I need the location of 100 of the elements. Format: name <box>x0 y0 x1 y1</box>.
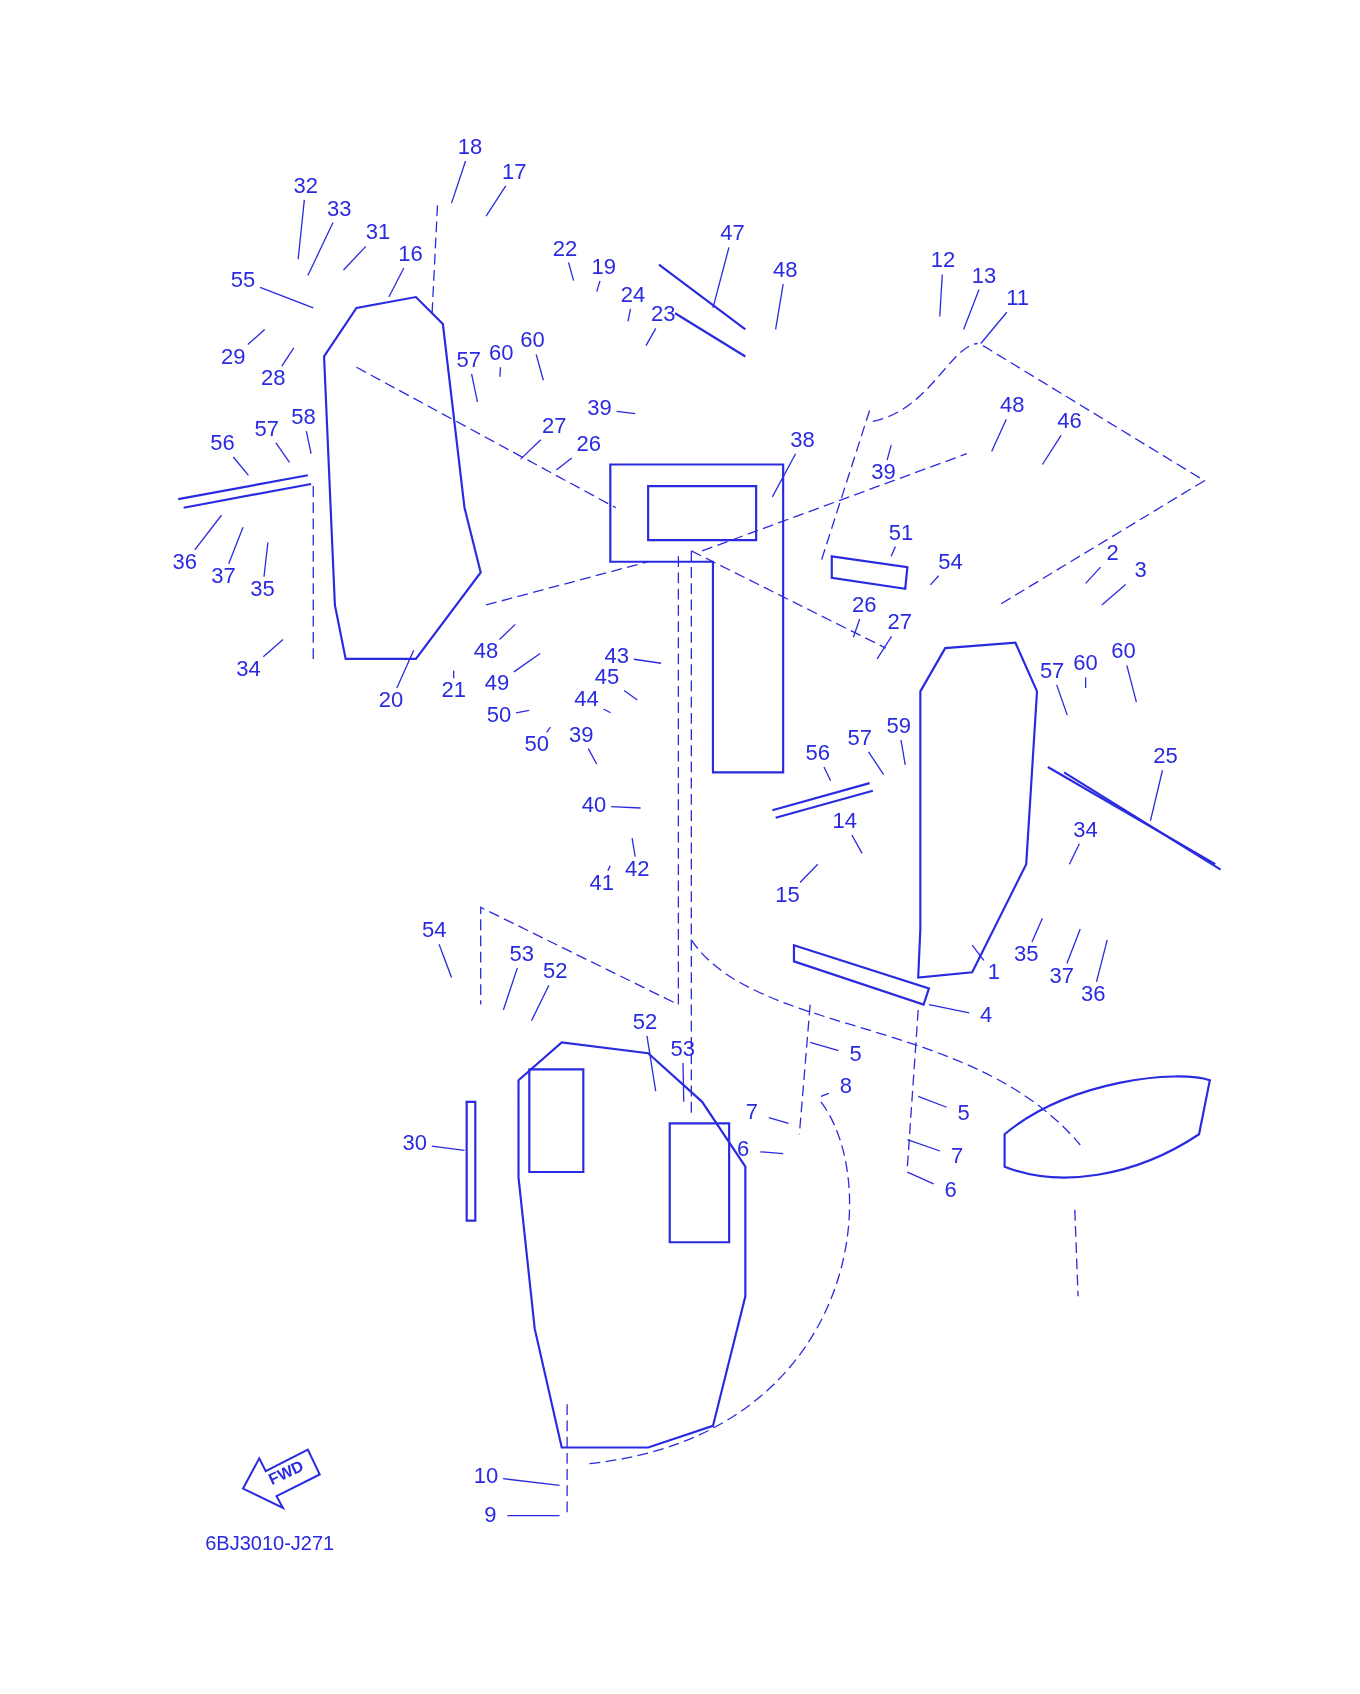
callout-number: 42 <box>620 856 655 883</box>
leader-line <box>980 311 1008 345</box>
leader-line <box>1068 843 1080 865</box>
callout-number: 1 <box>976 960 1011 987</box>
leader-line <box>431 1145 466 1152</box>
callout-number: 22 <box>547 236 582 263</box>
callout-number: 50 <box>482 703 517 730</box>
leader-line <box>1149 769 1164 822</box>
callout-number: 48 <box>768 258 803 285</box>
leader-line <box>281 347 295 367</box>
drawing-code: 6BJ3010-J271 <box>205 1531 335 1555</box>
leader-line <box>712 246 730 309</box>
callout-number: 6 <box>726 1137 761 1164</box>
callout-number: 57 <box>842 725 877 752</box>
leader-line <box>194 514 223 551</box>
leader-line <box>499 366 502 378</box>
callout-number: 16 <box>393 241 428 268</box>
leader-line <box>1084 676 1087 689</box>
callout-number: 54 <box>417 918 452 945</box>
leader-line <box>939 273 943 318</box>
callout-number: 50 <box>519 732 554 759</box>
leader-line <box>498 623 516 641</box>
callout-number: 27 <box>537 413 572 440</box>
callout-number: 56 <box>205 430 240 457</box>
callout-number: 26 <box>847 593 882 619</box>
leader-line <box>607 865 611 872</box>
leader-line <box>971 944 985 961</box>
leader-line <box>396 649 415 689</box>
callout-number: 48 <box>469 639 504 666</box>
callout-number: 53 <box>504 941 539 968</box>
leader-line <box>247 328 266 346</box>
callout-number: 5 <box>838 1042 873 1069</box>
callout-number: 29 <box>216 344 251 371</box>
callout-number: 32 <box>288 173 323 200</box>
leader-line <box>470 373 479 403</box>
callout-number: 58 <box>286 405 321 432</box>
callout-number: 55 <box>226 267 261 294</box>
leader-line <box>774 283 784 331</box>
callout-number: 11 <box>1000 286 1035 313</box>
callout-number: 7 <box>734 1099 769 1126</box>
leader-line <box>450 160 467 204</box>
leader-line <box>1056 684 1068 716</box>
leader-line <box>1126 664 1138 703</box>
callout-number: 40 <box>577 792 612 819</box>
callout-number: 34 <box>1068 817 1103 844</box>
callout-number: 51 <box>883 520 918 547</box>
callout-number: 53 <box>665 1036 700 1063</box>
callout-number: 34 <box>231 656 266 683</box>
leader-line <box>530 984 550 1022</box>
leader-line <box>502 967 519 1011</box>
leader-line <box>900 739 906 766</box>
callout-number: 49 <box>479 670 514 697</box>
leader-line <box>305 430 312 455</box>
callout-number: 12 <box>926 248 961 275</box>
leader-line <box>485 185 507 217</box>
callout-number: 39 <box>582 396 617 423</box>
leader-line <box>917 1095 948 1108</box>
callout-number: 8 <box>828 1073 863 1100</box>
callout-number: 4 <box>969 1003 1004 1030</box>
callout-number: 26 <box>571 432 606 459</box>
leader-line <box>453 669 455 679</box>
callout-number: 47 <box>715 221 750 248</box>
leader-line <box>515 709 530 714</box>
callout-number: 19 <box>586 254 621 281</box>
leader-line <box>929 575 940 586</box>
leader-line <box>555 457 573 471</box>
leader-line <box>262 638 284 658</box>
leader-line <box>545 726 552 733</box>
callout-number: 46 <box>1052 409 1087 436</box>
callout-number: 48 <box>995 393 1030 420</box>
leader-line <box>297 199 305 260</box>
leader-line <box>906 1139 941 1152</box>
callout-number: 31 <box>361 220 396 247</box>
leader-line <box>928 1003 970 1014</box>
leader-line <box>587 748 598 765</box>
leader-line <box>771 453 797 498</box>
leader-line <box>851 834 863 855</box>
leader-line <box>1031 917 1044 943</box>
callout-number: 56 <box>800 741 835 767</box>
leader-line <box>506 1514 561 1517</box>
callout-number: 37 <box>206 563 241 590</box>
leader-line <box>886 444 892 461</box>
leader-line <box>768 1117 790 1125</box>
callout-number: 38 <box>785 427 820 454</box>
callout-number: 41 <box>584 870 619 897</box>
callout-number: 36 <box>167 549 202 576</box>
leader-line <box>567 261 575 282</box>
callout-number: 54 <box>933 549 968 576</box>
callout-number: 39 <box>866 460 901 487</box>
leader-line <box>633 658 662 664</box>
leader-line <box>682 1062 685 1103</box>
callout-number: 14 <box>827 809 862 836</box>
leader-line <box>890 546 896 557</box>
leader-line <box>799 863 819 884</box>
leader-line <box>646 1035 657 1092</box>
callout-number: 35 <box>245 576 280 603</box>
leader-line <box>263 541 269 578</box>
callout-number: 25 <box>1148 744 1183 771</box>
leader-line <box>520 439 542 460</box>
leader-line <box>876 635 893 660</box>
